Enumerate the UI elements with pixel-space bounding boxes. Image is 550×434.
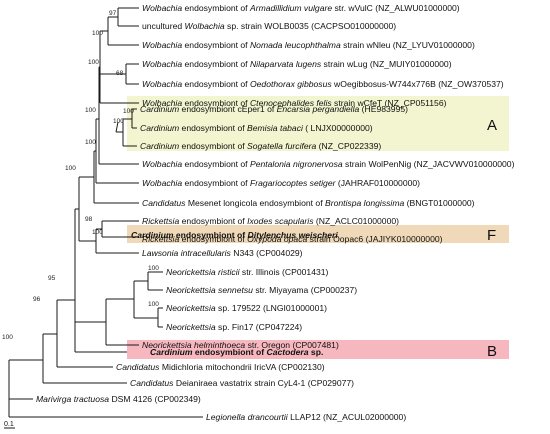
bootstrap-value: 100 — [123, 108, 134, 115]
bootstrap-value: 68 — [116, 70, 124, 77]
bootstrap-value: 100 — [88, 59, 99, 66]
taxon-label: Wolbachia endosymbiont of Ctenocephalide… — [142, 98, 447, 108]
taxon-label: Candidatus Mesenet longicola endosymbion… — [142, 198, 475, 208]
taxon-label: Wolbachia endosymbiont of Nilaparvata lu… — [142, 59, 452, 69]
bootstrap-value: 100 — [148, 301, 159, 308]
taxa-labels: Wolbachia endosymbiont of Armadillidium … — [140, 3, 515, 226]
bootstrap-value: 100 — [85, 139, 96, 146]
taxon-label: Rickettsia endosymbiont of Ixodes scapul… — [142, 216, 399, 226]
taxon-label: Candidatus Midichloria mitochondrii Iric… — [116, 362, 325, 372]
bootstrap-value: 100 — [65, 165, 76, 172]
taxon-label: Neorickettsia risticii str. Illinois (CP… — [166, 267, 329, 277]
taxon-label: Marivirga tractuosa DSM 4126 (CP002349) — [36, 394, 201, 404]
bootstrap-value: 97 — [109, 10, 117, 17]
taxon-label: Legionella drancourtii LLAP12 (NZ_ACUL02… — [206, 412, 406, 422]
box-letter-a: A — [487, 117, 497, 134]
taxon-label: Neorickettsia sp. 179522 (LNGI01000001) — [166, 303, 327, 313]
taxon-label: Neorickettsia helminthoeca str. Oregon (… — [142, 340, 339, 350]
tree-branches — [4, 7, 203, 429]
box-letter-f: F — [487, 227, 496, 244]
bootstrap-value: 100 — [2, 334, 13, 341]
highlight-box-f — [127, 225, 509, 243]
taxon-label: Wolbachia endosymbiont of Oedothorax gib… — [142, 79, 504, 89]
highlight-box-b — [127, 340, 509, 359]
scale-bar-label: 0.1 — [4, 421, 14, 428]
highlight-box-a — [127, 96, 509, 151]
taxon-label: Wolbachia endosymbiont of Pentalonia nig… — [142, 159, 515, 169]
taxon-label: Lawsonia intracellularis N343 (CP004029) — [142, 248, 303, 258]
bootstrap-value: 100 — [92, 30, 103, 37]
box-letter-b: B — [487, 343, 497, 360]
bootstrap-values: 97 100 68 100 100 100 100 100 100 98 100… — [2, 10, 159, 341]
bootstrap-value: 98 — [85, 216, 93, 223]
taxon-label: uncultured Wolbachia sp. strain WOLB0035… — [142, 21, 396, 31]
taxon-label: Wolbachia endosymbiont of Nomada leucoph… — [142, 40, 475, 50]
taxon-label: Neorickettsia sp. Fin17 (CP047224) — [166, 322, 302, 332]
bootstrap-value: 100 — [113, 118, 124, 125]
bootstrap-value: 96 — [33, 296, 41, 303]
bootstrap-value: 100 — [148, 265, 159, 272]
taxon-label-highlighted-b: Cardinium endosymbiont of Cactodera sp. — [150, 347, 323, 357]
taxon-label: Wolbachia endosymbiont of Armadillidium … — [142, 3, 460, 13]
taxon-label-highlighted-f: Cardinium endosymbiont of Ditylenchus we… — [131, 230, 338, 240]
taxon-label: Wolbachia endosymbiont of Fragariocoptes… — [142, 178, 420, 188]
bootstrap-value: 100 — [85, 107, 96, 114]
taxon-label: Neorickettsia sennetsu str. Miyayama (CP… — [166, 285, 357, 295]
bootstrap-value: 100 — [92, 229, 103, 236]
taxon-label: Candidatus Deianiraea vastatrix strain C… — [130, 378, 354, 388]
taxon-label: Cardinium endosymbiont cEper1 of Encarsi… — [140, 104, 408, 114]
taxon-label: Rickettsia endosymbiont of Oxypoda opaca… — [142, 234, 443, 244]
taxon-label: Cardinium endosymbiont of Bemisia tabaci… — [140, 123, 373, 133]
bootstrap-value: 95 — [48, 275, 56, 282]
taxon-label: Cardinium endosymbiont of Sogatella furc… — [140, 141, 381, 151]
